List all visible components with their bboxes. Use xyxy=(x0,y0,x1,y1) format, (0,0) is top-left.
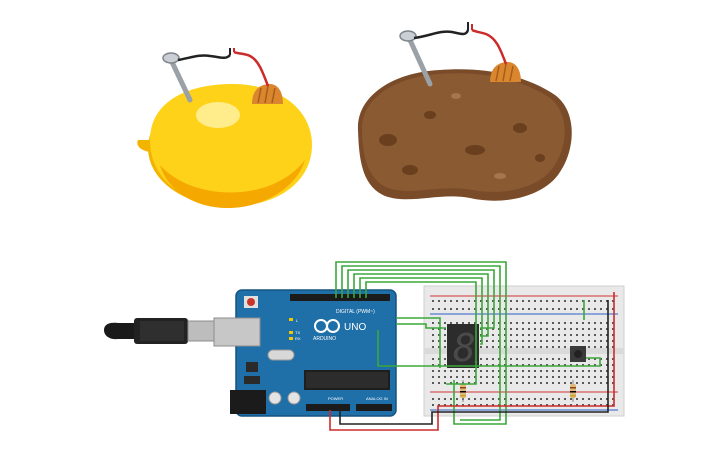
wire-5v-red[interactable] xyxy=(329,292,615,431)
power-header xyxy=(306,404,350,411)
l-label: L xyxy=(296,318,299,323)
wire-digital-7[interactable] xyxy=(365,281,477,385)
board-model-label: UNO xyxy=(344,322,366,333)
lemon-red-lead[interactable] xyxy=(233,50,270,87)
rx-label: RX xyxy=(295,336,301,341)
breadboard-holes xyxy=(432,300,614,406)
wire-digital-6[interactable] xyxy=(359,277,483,345)
wire-digital-10[interactable] xyxy=(377,330,601,367)
wire-digital-2[interactable] xyxy=(335,261,507,425)
copper-electrode-icon xyxy=(490,62,521,82)
resistor[interactable] xyxy=(570,380,576,402)
seven-segment-display[interactable]: 8 xyxy=(447,324,479,370)
copper-electrode-icon xyxy=(252,84,283,104)
capacitor xyxy=(287,391,301,405)
wire-gnd-black[interactable] xyxy=(339,300,609,425)
resistor[interactable] xyxy=(460,380,466,402)
green-wires[interactable] xyxy=(335,261,601,425)
zinc-nail-icon xyxy=(399,30,433,87)
arduino-logo-icon xyxy=(314,319,340,333)
capacitor xyxy=(268,391,282,405)
usb-cable[interactable] xyxy=(104,318,215,344)
lemon-battery[interactable] xyxy=(137,48,312,208)
zinc-nail-icon xyxy=(162,52,193,103)
power-jack xyxy=(230,390,266,414)
analog-header xyxy=(356,404,392,411)
tx-label: TX xyxy=(295,330,300,335)
analog-label: ANALOG IN xyxy=(366,396,388,401)
brand-label: ARDUINO xyxy=(313,336,336,342)
digital-header xyxy=(290,294,390,301)
breadboard[interactable] xyxy=(423,285,625,417)
digital-label: DIGITAL (PWM~) xyxy=(336,309,375,315)
arduino-uno-board[interactable]: DIGITAL (PWM~) UNO ARDUINO TX RX L POWER… xyxy=(213,289,397,417)
usb-port xyxy=(213,317,261,347)
potato-black-lead[interactable] xyxy=(413,29,470,40)
lemon-black-lead[interactable] xyxy=(177,54,231,62)
display-digit: 8 xyxy=(453,326,476,370)
potato-red-lead[interactable] xyxy=(471,28,508,65)
push-button[interactable] xyxy=(570,346,586,362)
power-label: POWER xyxy=(328,396,343,401)
wire-digital-9[interactable] xyxy=(396,323,446,329)
crystal-oscillator xyxy=(267,349,295,361)
reset-button[interactable] xyxy=(247,298,255,306)
wire-digital-8[interactable] xyxy=(396,317,441,368)
wire-digital-4[interactable] xyxy=(347,269,495,329)
wire-digital-5[interactable] xyxy=(353,273,489,337)
potato-battery[interactable] xyxy=(357,22,572,201)
wire-digital-3[interactable] xyxy=(341,265,501,421)
